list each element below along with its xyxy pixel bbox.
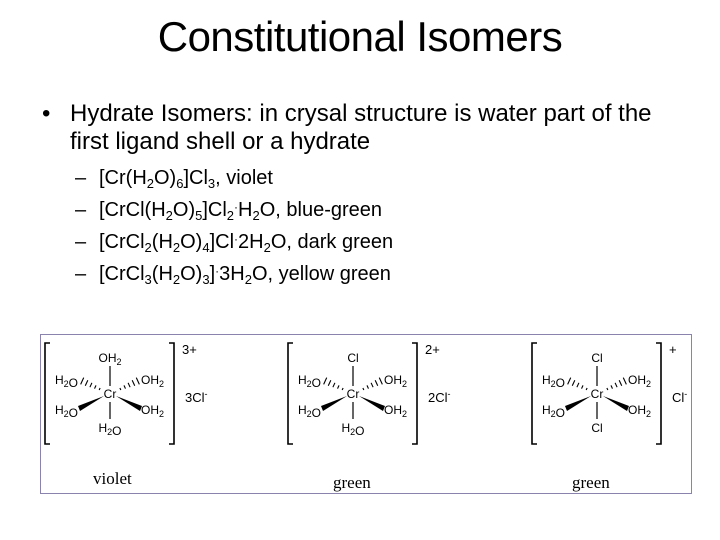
right-bracket-icon: [656, 342, 662, 445]
solid-wedge-icon: [359, 396, 385, 411]
slide-title: Constitutional Isomers: [157, 13, 563, 60]
main-bullet: • Hydrate Isomers: in crysal structure i…: [42, 100, 662, 156]
top-ligand-label: Cl: [347, 351, 358, 365]
right-bracket-icon: [169, 342, 175, 445]
complex-charge: 3+: [182, 342, 197, 357]
counter-ion: 2Cl-: [428, 389, 451, 405]
right-bracket-icon: [412, 342, 418, 445]
sub-bullet-blue-green: –[CrCl(H2O)5]Cl2·H2O, blue-green: [75, 199, 383, 223]
complex-charge: 2+: [425, 342, 440, 357]
top-ligand-label: Cl: [591, 351, 602, 365]
center-atom-label: Cr: [347, 387, 360, 401]
bottom-ligand-label: Cl: [591, 421, 602, 435]
color-label-green: green: [333, 473, 371, 492]
solid-wedge-icon: [321, 396, 347, 411]
left-bracket-icon: [531, 342, 537, 445]
sub-bullet-dark-green: –[CrCl2(H2O)4]Cl·2H2O, dark green: [75, 231, 394, 255]
lower-right-ligand-label: OH2: [141, 403, 164, 419]
solid-wedge-icon: [603, 396, 629, 411]
lower-right-ligand-label: OH2: [384, 403, 407, 419]
lower-right-ligand-label: OH2: [628, 403, 651, 419]
lower-left-ligand-label: H2O: [542, 403, 565, 420]
lower-left-ligand-label: H2O: [298, 403, 321, 420]
color-label-green: green: [572, 473, 610, 492]
upper-left-ligand-label: H2O: [55, 373, 78, 390]
sub-bullet-violet: –[Cr(H2O)6]Cl3, violet: [75, 167, 273, 191]
upper-right-ligand-label: OH2: [141, 373, 164, 389]
counter-ion: 3Cl-: [185, 389, 208, 405]
counter-ion: Cl-: [672, 389, 687, 405]
bottom-ligand-label: H2O: [98, 421, 121, 438]
center-atom-label: Cr: [591, 387, 604, 401]
top-ligand-label: OH2: [98, 351, 121, 367]
lower-left-ligand-label: H2O: [55, 403, 78, 420]
bottom-ligand-label: H2O: [341, 421, 364, 438]
complex-structures-figure: [40, 334, 692, 494]
complex-charge: +: [669, 342, 677, 357]
upper-left-ligand-label: H2O: [298, 373, 321, 390]
sub-bullet-yellow-green: –[CrCl3(H2O)3]·3H2O, yellow green: [75, 263, 391, 287]
upper-right-ligand-label: OH2: [384, 373, 407, 389]
upper-right-ligand-label: OH2: [628, 373, 651, 389]
solid-wedge-icon: [116, 396, 142, 411]
bullet-marker: •: [42, 100, 51, 127]
center-atom-label: Cr: [104, 387, 117, 401]
left-bracket-icon: [287, 342, 293, 445]
left-bracket-icon: [44, 342, 50, 445]
upper-left-ligand-label: H2O: [542, 373, 565, 390]
color-label-violet: violet: [93, 469, 132, 488]
bullet-text: Hydrate Isomers: in crysal structure is …: [70, 100, 652, 155]
solid-wedge-icon: [78, 396, 104, 411]
solid-wedge-icon: [565, 396, 591, 411]
